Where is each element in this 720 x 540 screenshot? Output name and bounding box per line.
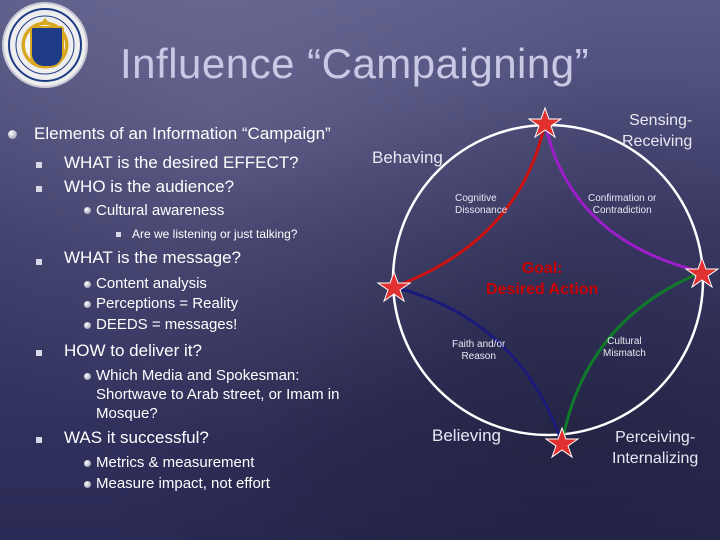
bullet-square-icon — [36, 186, 42, 192]
label-believing: Believing — [432, 426, 501, 445]
label-behaving: Behaving — [372, 148, 443, 167]
perceptions-reality: Perceptions = Reality — [96, 295, 239, 312]
listening-question: Are we listening or just talking? — [132, 227, 298, 241]
label-cognitive-dissonance: Cognitive Dissonance — [455, 193, 507, 217]
bullet-dot-icon — [84, 481, 91, 488]
bullet-dot-icon — [84, 373, 91, 380]
faith-line-2: Reason — [461, 351, 496, 362]
purple-arc — [543, 122, 703, 274]
measure-impact: Measure impact, not effort — [96, 475, 270, 492]
seal-shield — [30, 26, 64, 68]
label-sensing-receiving: Sensing- Receiving — [622, 110, 692, 152]
cognitive-line-2: Dissonance — [455, 205, 508, 216]
media-line-3: Mosque? — [96, 405, 158, 422]
deeds-messages: DEEDS = messages! — [96, 316, 238, 333]
label-confirmation: Confirmation or Contradiction — [588, 193, 656, 217]
bullet-square-icon — [36, 350, 42, 356]
media-line-1: Which Media and Spokesman: — [96, 367, 300, 384]
star-icon — [684, 256, 720, 289]
bullet-square-icon — [116, 232, 121, 237]
bullet-square-icon — [36, 259, 42, 265]
question-message: WHAT is the message? — [64, 248, 241, 267]
bullet-dot-icon — [84, 207, 91, 214]
star-icon — [376, 270, 412, 303]
slide-title: Influence “Campaigning” — [120, 40, 590, 87]
label-cultural-mismatch: Cultural Mismatch — [603, 336, 646, 360]
cultural-awareness: Cultural awareness — [96, 202, 225, 219]
label-perceiving-internalizing: Perceiving- Internalizing — [612, 427, 698, 469]
cognitive-line-1: Cognitive — [455, 193, 497, 204]
bullet-dot-icon — [84, 281, 91, 288]
cultural-line-2: Mismatch — [603, 348, 646, 359]
metrics-measurement: Metrics & measurement — [96, 454, 255, 471]
perceiving-line-2: Internalizing — [612, 450, 699, 467]
cultural-line-1: Cultural — [607, 336, 642, 347]
goal-line-2: Desired Action — [486, 281, 599, 298]
question-success: WAS it successful? — [64, 428, 209, 447]
institution-seal-logo — [2, 2, 88, 88]
bullet-dot-icon — [84, 460, 91, 467]
bullet-square-icon — [36, 162, 42, 168]
media-line-2: Shortwave to Arab street, or Imam in — [96, 386, 340, 403]
bullet-dot-icon — [84, 322, 91, 329]
label-faith-reason: Faith and/or Reason — [452, 339, 505, 363]
confirmation-line-2: Contradiction — [592, 205, 652, 216]
faith-line-1: Faith and/or — [452, 339, 506, 350]
bullet-dot-icon — [84, 301, 91, 308]
label-goal: Goal: Desired Action — [486, 258, 598, 300]
red-arc — [393, 122, 547, 289]
perceiving-line-1: Perceiving- — [615, 429, 696, 446]
question-deliver: HOW to deliver it? — [64, 341, 202, 360]
bullet-dot-icon — [8, 130, 17, 139]
star-icon — [527, 106, 563, 139]
confirmation-line-1: Confirmation or — [588, 193, 657, 204]
content-analysis: Content analysis — [96, 275, 207, 292]
sensing-line-1: Sensing- — [629, 112, 693, 129]
bullet-square-icon — [36, 437, 42, 443]
green-arc — [560, 270, 703, 444]
sensing-line-2: Receiving — [622, 133, 693, 150]
question-audience: WHO is the audience? — [64, 177, 235, 196]
question-effect: WHAT is the desired EFFECT? — [64, 153, 299, 172]
blue-arc — [393, 285, 564, 444]
goal-line-1: Goal: — [521, 260, 563, 277]
outline-heading: Elements of an Information “Campaign” — [34, 124, 331, 143]
star-icon — [544, 426, 580, 459]
